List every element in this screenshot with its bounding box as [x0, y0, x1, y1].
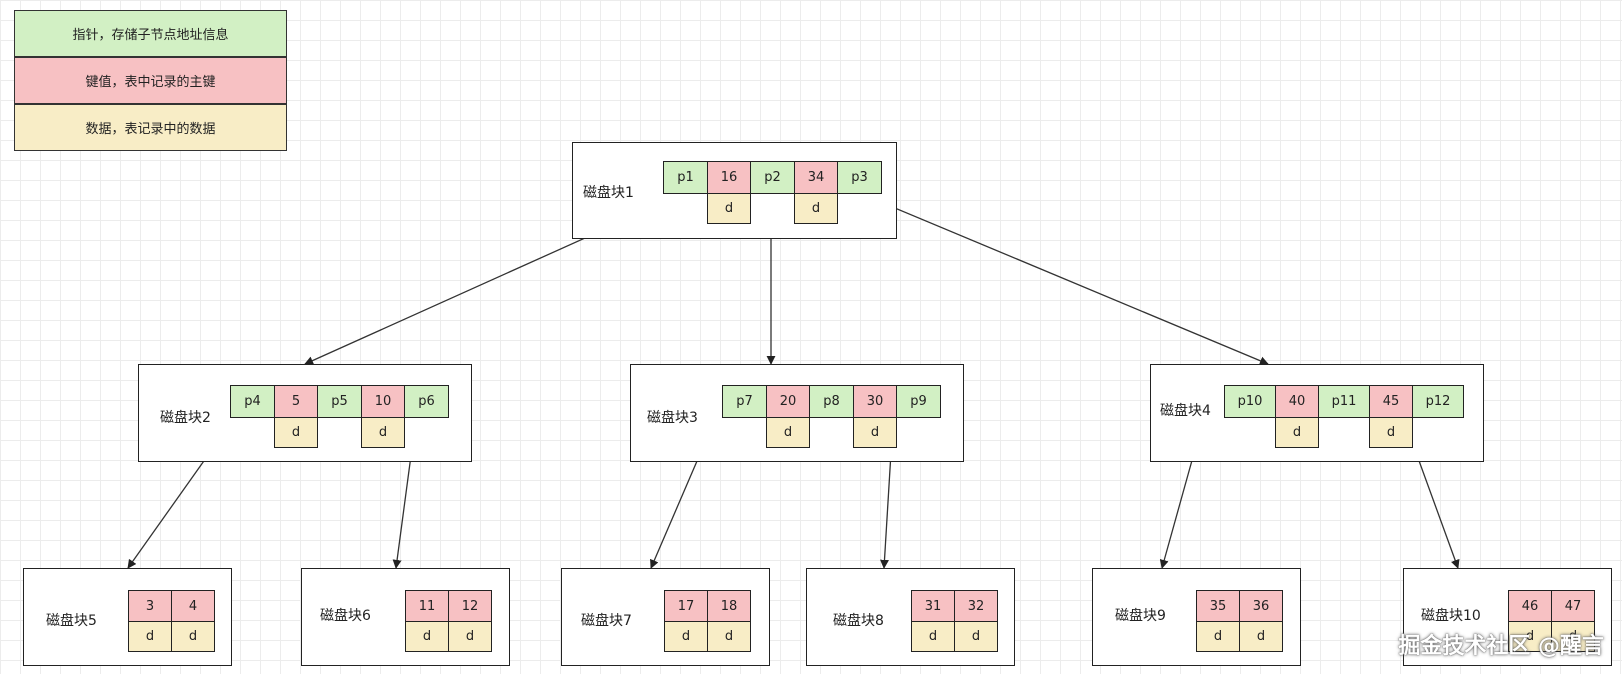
legend-data-text: 数据，表记录中的数据: [85, 122, 216, 137]
disk-block-8-label: 磁盘块8: [833, 613, 884, 629]
disk-block-9-label: 磁盘块9: [1115, 608, 1166, 624]
b5-key-2: 4: [171, 590, 215, 622]
b10-data-1: d: [1508, 621, 1552, 652]
b7-key-1: 17: [664, 590, 708, 622]
b6-data-2: d: [448, 621, 492, 652]
disk-block-10-label: 磁盘块10: [1421, 608, 1481, 624]
b6-key-2: 12: [448, 590, 492, 622]
b2-key-1: 5: [274, 385, 318, 418]
b1-data-2: d: [794, 193, 838, 224]
b1-pointer-2: p2: [750, 161, 795, 194]
disk-block-4-label: 磁盘块4: [1160, 403, 1211, 419]
b3-pointer-3: p9: [896, 385, 941, 418]
b3-key-2: 30: [853, 385, 897, 418]
b1-pointer-3: p3: [837, 161, 882, 194]
b4-key-2: 45: [1369, 385, 1413, 418]
b10-key-1: 46: [1508, 590, 1552, 622]
b7-key-2: 18: [707, 590, 751, 622]
b10-key-2: 47: [1551, 590, 1595, 622]
b9-key-1: 35: [1196, 590, 1240, 622]
disk-block-7-label: 磁盘块7: [581, 613, 632, 629]
b4-pointer-3: p12: [1412, 385, 1464, 418]
b5-data-2: d: [171, 621, 215, 652]
b2-data-2: d: [361, 417, 405, 448]
b6-data-1: d: [405, 621, 449, 652]
b7-data-2: d: [707, 621, 751, 652]
legend-pointer: 指针，存储子节点地址信息: [14, 10, 287, 57]
legend-key-text: 键值，表中记录的主键: [85, 75, 216, 90]
b1-key-1: 16: [707, 161, 751, 194]
b4-pointer-1: p10: [1224, 385, 1276, 418]
b6-key-1: 11: [405, 590, 449, 622]
b9-data-1: d: [1196, 621, 1240, 652]
b8-data-1: d: [911, 621, 955, 652]
b9-data-2: d: [1239, 621, 1283, 652]
b2-pointer-1: p4: [230, 385, 275, 418]
b1-pointer-1: p1: [663, 161, 708, 194]
b4-data-2: d: [1369, 417, 1413, 448]
b7-data-1: d: [664, 621, 708, 652]
b8-data-2: d: [954, 621, 998, 652]
b1-key-2: 34: [794, 161, 838, 194]
b3-key-1: 20: [766, 385, 810, 418]
b5-data-1: d: [128, 621, 172, 652]
arrow-p3-b4: [858, 192, 1269, 366]
b3-data-1: d: [766, 417, 810, 448]
b2-pointer-2: p5: [317, 385, 362, 418]
b8-key-2: 32: [954, 590, 998, 622]
b4-pointer-2: p11: [1318, 385, 1370, 418]
b3-data-2: d: [853, 417, 897, 448]
b1-data-1: d: [707, 193, 751, 224]
b8-key-1: 31: [911, 590, 955, 622]
disk-block-6-label: 磁盘块6: [320, 608, 371, 624]
disk-block-5-label: 磁盘块5: [46, 613, 97, 629]
legend-data: 数据，表记录中的数据: [14, 104, 287, 151]
b4-data-1: d: [1275, 417, 1319, 448]
b3-pointer-2: p8: [809, 385, 854, 418]
disk-block-2-label: 磁盘块2: [160, 410, 211, 426]
b4-key-1: 40: [1275, 385, 1319, 418]
b5-key-1: 3: [128, 590, 172, 622]
b9-key-2: 36: [1239, 590, 1283, 622]
disk-block-1-label: 磁盘块1: [583, 185, 634, 201]
b10-data-2: d: [1551, 621, 1595, 652]
b2-pointer-3: p6: [404, 385, 449, 418]
b2-data-1: d: [274, 417, 318, 448]
disk-block-3-label: 磁盘块3: [647, 410, 698, 426]
legend-key: 键值，表中记录的主键: [14, 57, 287, 104]
legend-pointer-text: 指针，存储子节点地址信息: [72, 28, 229, 43]
b2-key-2: 10: [361, 385, 405, 418]
watermark: 掘金技术社区 @醒言: [1398, 634, 1604, 659]
b3-pointer-1: p7: [722, 385, 767, 418]
